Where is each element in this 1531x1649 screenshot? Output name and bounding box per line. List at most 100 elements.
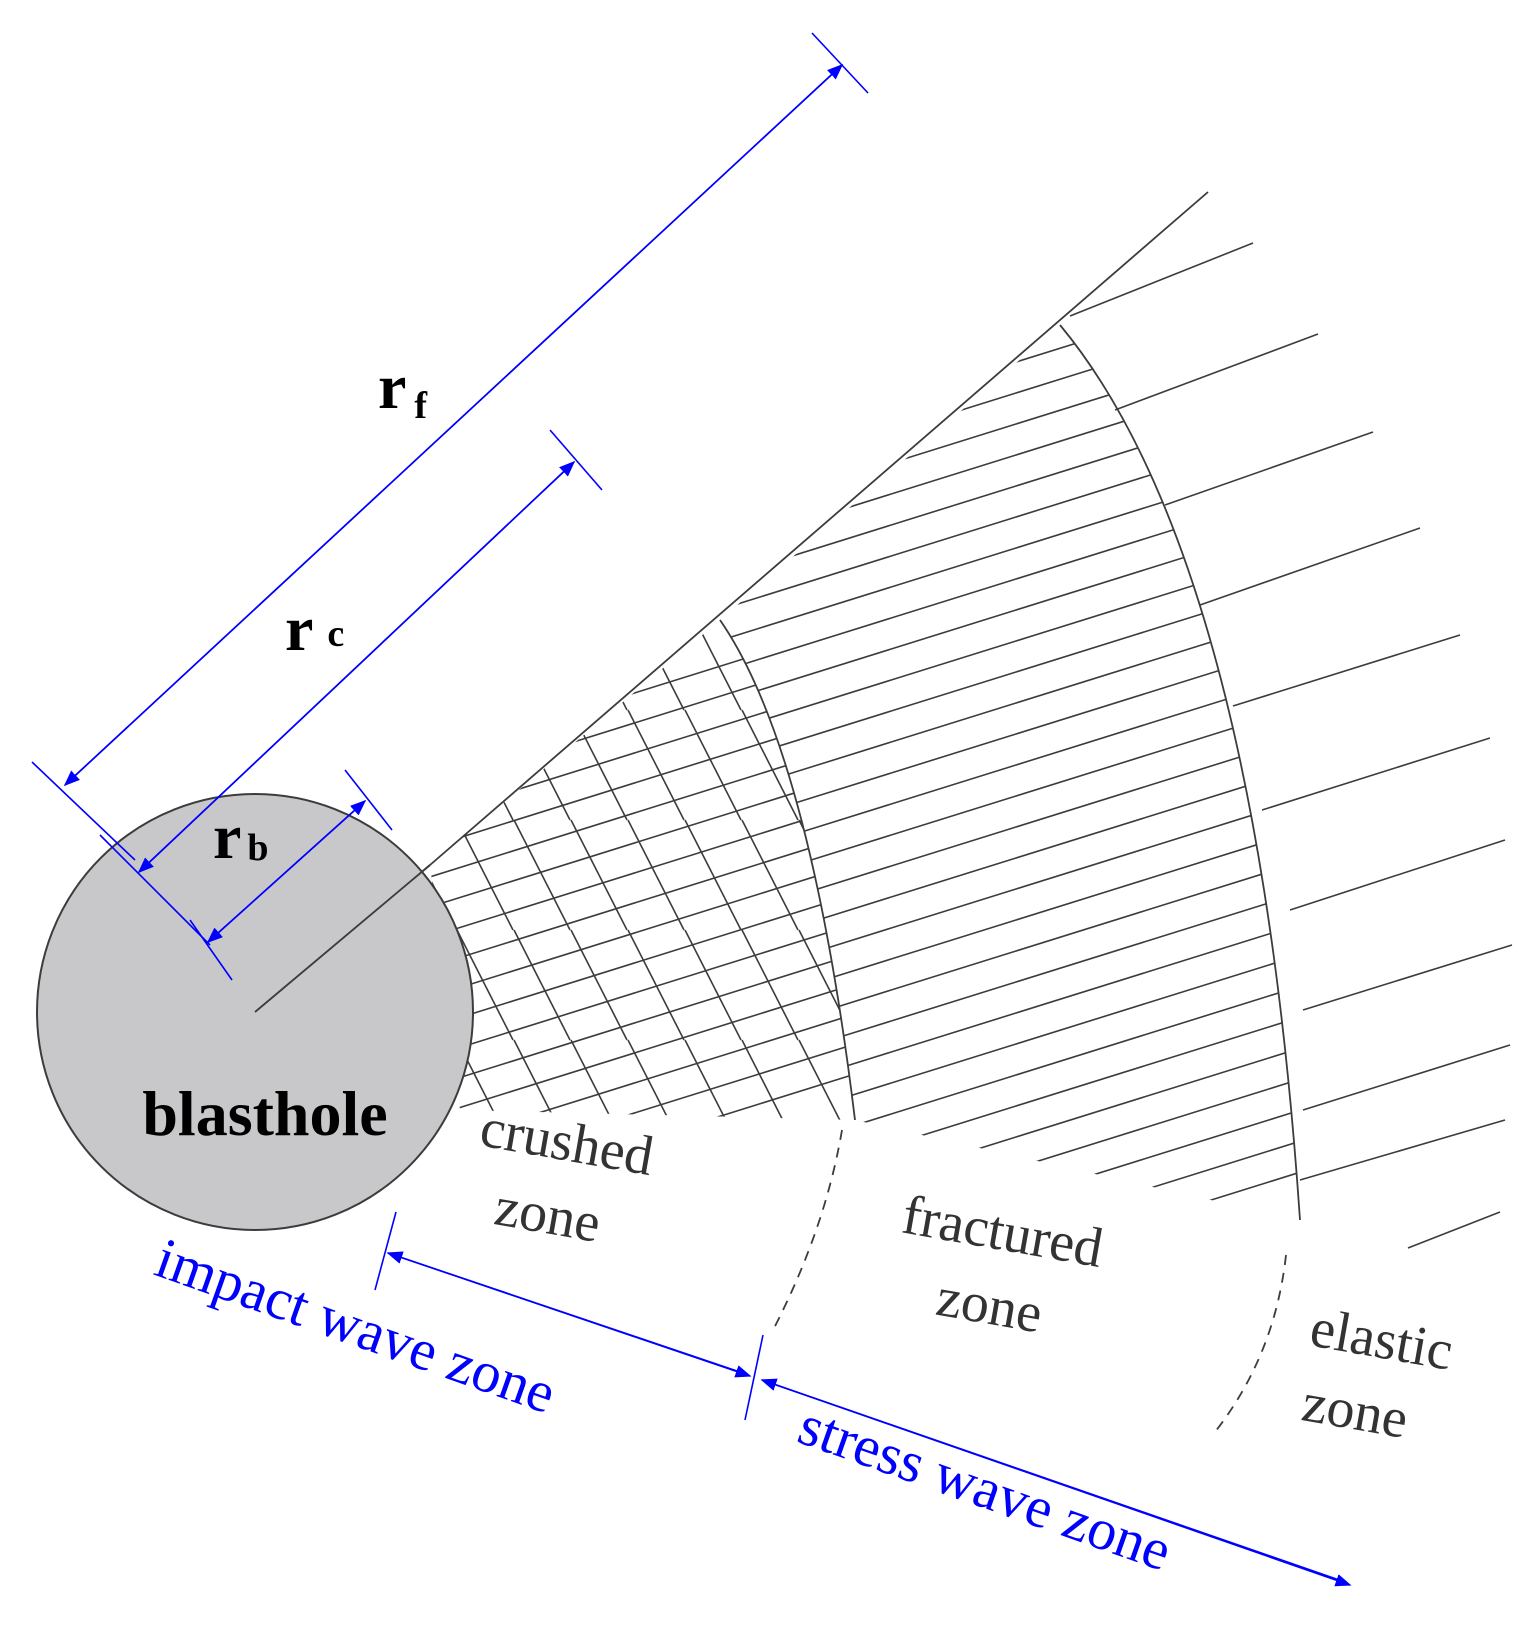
hatch-line [627,1039,657,1096]
hatch-line [769,984,799,1041]
hatch-line [798,709,828,766]
hatch-line [456,929,486,986]
rc-dimension-line-start [137,461,575,874]
hatch-line [598,984,628,1041]
hatch-line [484,874,514,931]
hatch-line [430,1029,855,1120]
hatch-line [720,830,1300,1082]
zone-boundaries [719,324,1301,1433]
hatch-line [570,620,600,656]
hatch-line [456,709,486,766]
hatch-line [513,620,543,656]
wave-zone-dimensions [374,1211,1352,1587]
hatch-line [430,639,855,791]
hatch-line [598,764,628,821]
hatch-line [799,1150,827,1205]
hatch-line [513,709,543,766]
hatch-line [826,654,855,711]
hatch-line [720,365,1300,617]
hatch-line [720,325,1300,462]
hatch-line [513,1039,543,1096]
hatch-line [720,799,1300,1051]
hatch-line [513,929,543,986]
hatch-line [430,819,855,971]
hatch-line [720,325,1300,431]
hatch-line [684,1039,714,1096]
hatch-line [741,1039,771,1096]
hatch-line [430,849,855,1001]
hatch-line [541,1094,571,1120]
hatch-line [430,909,855,1061]
rb-dimension-line-start [206,800,366,944]
hatch-line [826,874,855,931]
hatch-line [720,985,1300,1220]
fractured-elastic-boundary [1059,324,1301,1221]
hatch-line [655,984,685,1041]
wave-boundary-tick [744,1334,764,1421]
stress-wave-zone-label: stress wave zone [791,1392,1180,1583]
impact-wave-arrow-end [387,1252,752,1378]
hatch-line [720,613,1300,865]
hatch-line [712,764,742,821]
hatch-line [720,325,1300,524]
impact-wave-tick-start [374,1211,397,1291]
hatch-line [627,929,657,986]
hatch-line [627,620,657,656]
hatch-line [720,1016,1300,1220]
hatch-line [720,706,1300,958]
rc-tick-end [549,429,603,491]
hatch-line [741,709,771,766]
hatch-line [655,1094,685,1120]
hatch-line [769,874,799,931]
hatch-line [798,1039,828,1096]
hatch-line [400,710,428,765]
hatch-line [720,325,1300,493]
rf-dimension-line-start [63,64,843,787]
hatch-line [720,396,1300,648]
hatch-line [541,654,571,711]
crushed-zone-label: crushed zone [463,1097,672,1265]
hatch-line [720,892,1300,1144]
hatch-line [430,764,457,821]
hatch-line [712,654,742,711]
hatch-line [430,669,855,821]
hatch-line [541,874,571,931]
impact-wave-zone-label: impact wave zone [148,1225,564,1426]
hatch-line [627,819,657,876]
fractured-zone-label: fractured zone [885,1184,1122,1356]
crushed-zone-hatching [400,600,884,1205]
hatch-line [684,620,714,656]
hatch-line [430,699,855,851]
hatch-line [720,954,1300,1206]
hatch-line [430,879,855,1031]
hatch-line [684,929,714,986]
elastic-zone-lines [1069,242,1513,1249]
hatch-line [741,819,771,876]
crushed-fractured-boundary [719,619,856,1121]
hatch-line [430,620,855,761]
hatch-line [856,1150,884,1205]
hatch-line [712,984,742,1041]
hatch-line [798,929,828,986]
hatch-line [541,984,571,1041]
hatch-line [627,709,657,766]
hatch-line [570,929,600,986]
hatch-line [598,654,628,711]
hatch-line [570,819,600,876]
hatch-line [400,600,428,655]
hatch-line [741,929,771,986]
hatch-line [720,861,1300,1113]
hatch-line [484,984,514,1041]
elastic-zone-label: elastic zone [1293,1297,1471,1459]
blasthole-radius-line [254,864,431,1013]
hatch-line [769,764,799,821]
crushed-fractured-boundary-dashed [771,1129,843,1333]
hatch-line [720,551,1300,803]
hatch-line [712,1094,742,1120]
hatch-line [720,520,1300,772]
hatch-line [685,1150,713,1205]
hatch-line [712,874,742,931]
hatch-line [430,729,855,881]
